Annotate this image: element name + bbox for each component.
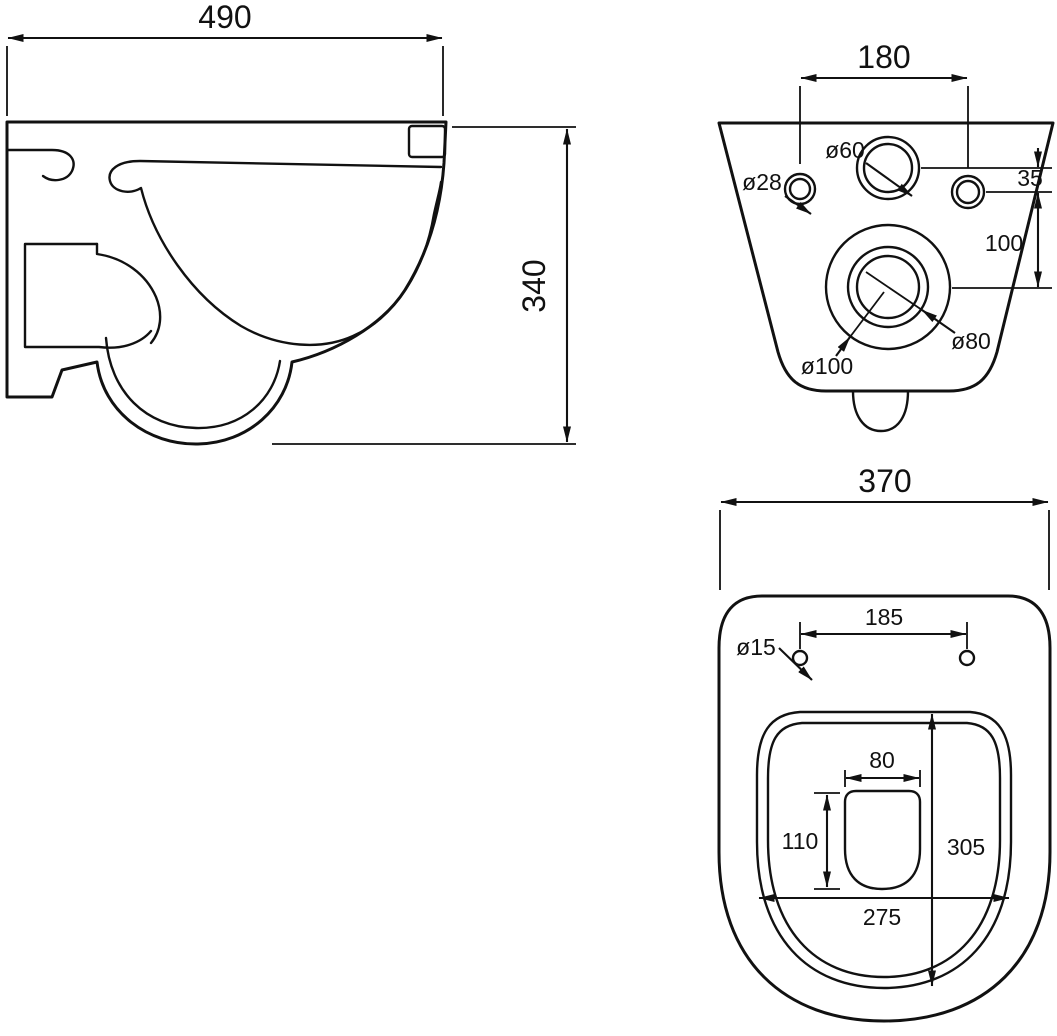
water-inlet-hole-outer [855,135,921,201]
dim-flush-depth-label: 110 [782,828,819,854]
water-inlet-hole-inner [862,142,914,194]
leader-line [778,647,813,681]
mounting-box-line [23,242,153,349]
dim-fixing-hole-offset: 35 [921,148,1052,193]
dim-seat-hole-spacing-label: 185 [865,604,903,630]
back-view: 180 ø60 ø28 35 100 ø100 ø80 [717,39,1055,433]
dim-back-mount-spacing: 180 [799,39,969,168]
side-view: 490 340 [5,0,576,446]
seat-hole-right [958,649,976,667]
seat-hole-left [791,649,809,667]
dim-top-width-label: 370 [858,463,911,499]
dim-bowl-length-label: 305 [947,834,985,860]
dim-outlet-offset: 100 [952,192,1052,289]
left-fixing-hole-inner [788,177,812,201]
dim-bowl-width-label: 275 [863,904,901,930]
leader-tail [849,291,885,338]
outlet-outer-label: ø100 [801,353,853,379]
rim-and-bowl-section-line [108,159,443,346]
outlet-circle-mid [846,245,930,329]
outlet-circle-inner [855,254,921,320]
flush-opening [843,789,922,891]
dim-back-mount-spacing-label: 180 [857,39,910,75]
bowl-rim-inner [766,721,1002,979]
label-outlet-outer: ø100 [801,291,885,379]
dim-side-width-label: 490 [198,0,251,35]
outlet-inner-label: ø80 [951,328,991,354]
dim-side-height: 340 [272,126,576,445]
label-outlet-inner: ø80 [865,271,991,354]
leader-line [865,162,913,197]
right-fixing-hole-inner [955,179,981,205]
right-fixing-hole-outer [950,174,986,210]
dim-flush-width: 80 [844,747,921,787]
outlet-circle-outer [824,223,952,351]
dim-fixing-hole-offset-label: 35 [1017,165,1043,191]
seat-hole-diameter-label: ø15 [736,634,776,660]
label-left-fixing-diameter: ø28 [742,169,812,215]
trapway-line [95,242,162,345]
leader-tail [865,271,923,311]
bowl-rim-outer [755,710,1013,990]
dim-side-width: 490 [6,0,444,116]
dim-flush-width-label: 80 [869,747,895,773]
dim-outlet-offset-label: 100 [985,230,1023,256]
leader-line [784,195,812,215]
left-fixing-diameter-label: ø28 [742,169,782,195]
bowl-inner-bottom-line [104,336,282,430]
outlet-spout [851,389,910,433]
label-seat-hole-diameter: ø15 [736,634,813,681]
inlet-diameter-label: ø60 [825,137,865,163]
label-inlet-diameter: ø60 [825,137,913,197]
dim-bowl-width: 275 [758,894,1010,930]
dim-seat-hole-spacing: 185 [799,604,968,649]
top-view: 370 ø15 185 80 110 305 [717,463,1052,1023]
top-view-outline [717,594,1052,1023]
dim-flush-depth: 110 [782,792,840,890]
wall-rim-hook-line [5,148,75,182]
dim-side-height-label: 340 [516,259,552,312]
flush-access-box [407,124,447,159]
dim-top-width: 370 [719,463,1050,590]
dim-bowl-length: 305 [928,713,985,987]
leader-line [835,336,851,357]
back-view-outline [717,121,1055,393]
leader-line [921,309,956,334]
